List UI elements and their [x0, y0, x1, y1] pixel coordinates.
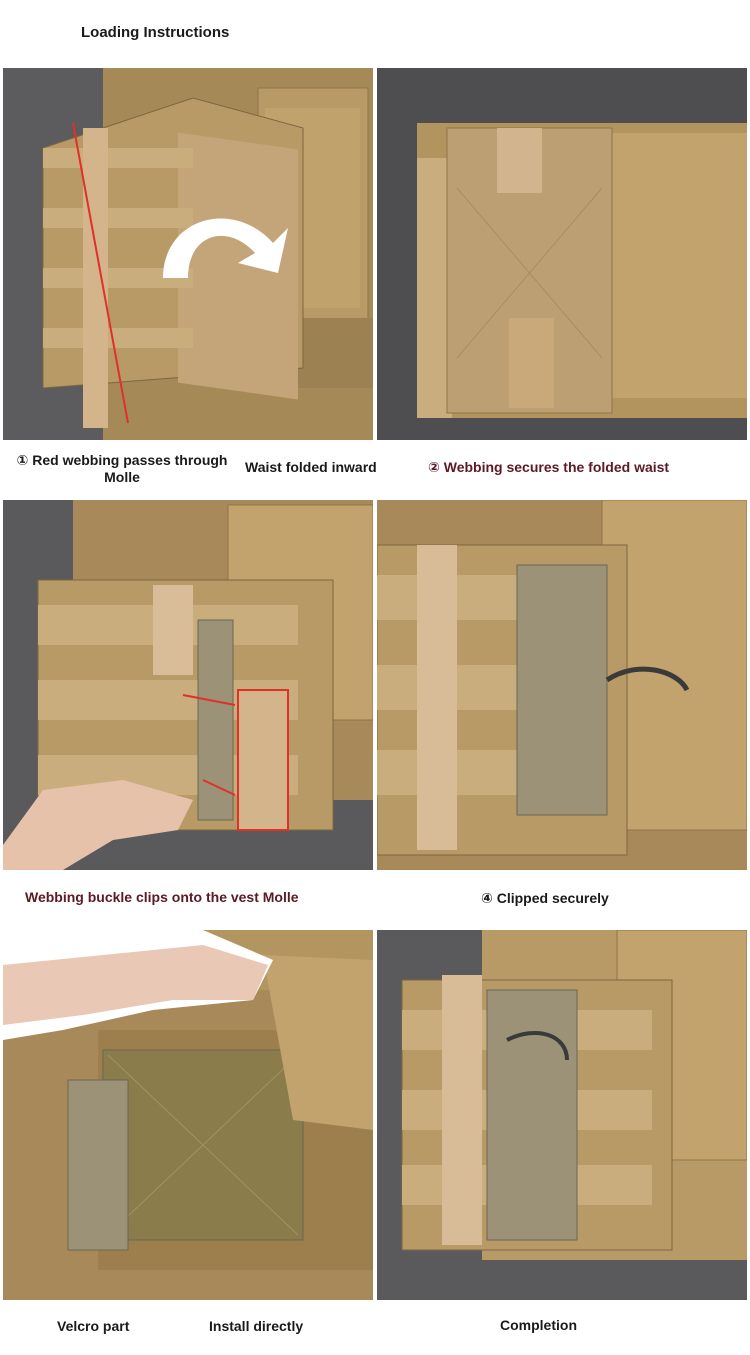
- photo-folded-waist: [377, 68, 747, 440]
- photo-velcro-part: [3, 930, 373, 1300]
- photo-buckle-clip: [3, 500, 373, 870]
- caption-buckle-clips: Webbing buckle clips onto the vest Molle: [25, 889, 299, 905]
- caption-step2: ② Webbing secures the folded waist: [428, 459, 670, 475]
- photo-completion: [377, 930, 747, 1300]
- caption-install-directly: Install directly: [209, 1318, 304, 1334]
- caption-waist-folded: Waist folded inward: [245, 459, 377, 475]
- curved-arrow-icon: [163, 218, 288, 278]
- caption-completion: Completion: [500, 1317, 577, 1333]
- caption-step4: ④ Clipped securely: [481, 890, 609, 906]
- red-arrow-icon: [182, 694, 236, 706]
- photo-webbing-through-molle: [3, 68, 373, 440]
- caption-velcro-part: Velcro part: [57, 1318, 130, 1334]
- page-title: Loading Instructions: [81, 24, 230, 41]
- caption-step1: ① Red webbing passes through Molle: [16, 452, 228, 485]
- red-line-icon: [72, 122, 129, 424]
- photo-clipped-securely: [377, 500, 747, 870]
